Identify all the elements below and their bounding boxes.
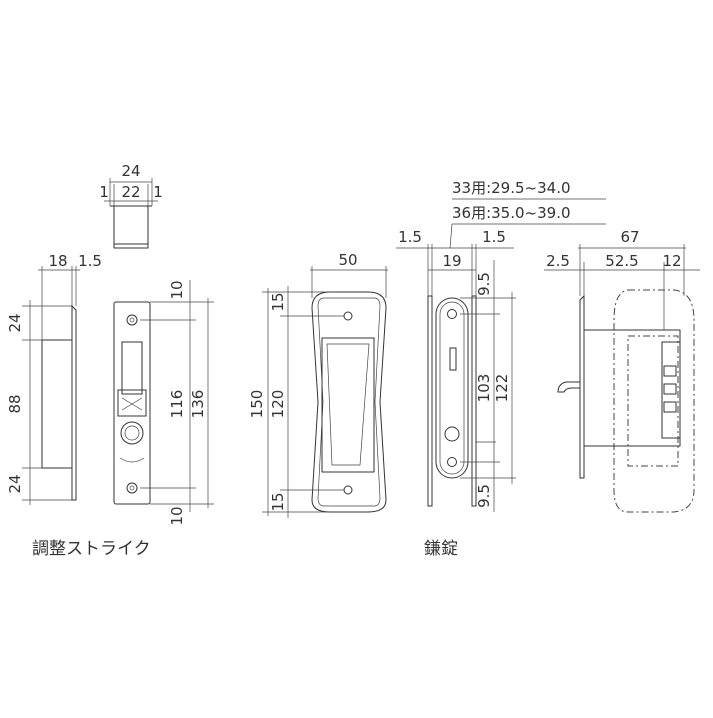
handle-plate — [311, 291, 387, 513]
dim-label: 67 — [620, 228, 639, 246]
screw-hole-bottom — [126, 482, 138, 494]
dim-label: 88 — [6, 394, 24, 413]
lock-front-view: 33用:29.5~34.0 36用:35.0~39.0 1.5 1.5 19 9… — [396, 179, 606, 512]
dim-label: 150 — [248, 390, 266, 419]
dim-label: 9.5 — [475, 272, 493, 296]
dim-label: 50 — [338, 251, 357, 269]
dim-label: 1.5 — [482, 228, 506, 246]
dim-label: 9.5 — [475, 484, 493, 508]
screw-hole-top — [343, 311, 353, 321]
caption-lock: 鎌錠 — [424, 539, 458, 559]
dim-strike-width: 24 — [121, 162, 140, 180]
strike-side-plate — [71, 304, 77, 501]
handle-recess — [321, 337, 375, 473]
strike-top-body — [113, 205, 149, 249]
dim-label: 2.5 — [546, 252, 570, 270]
lock-side-view: 67 2.5 52.5 12 — [544, 228, 700, 513]
strike-front-plate — [113, 301, 151, 505]
knob-segment — [663, 401, 677, 413]
lock-case-inner — [439, 301, 465, 475]
adjust-cam — [120, 421, 144, 445]
adjust-arc — [119, 457, 145, 463]
lock-hook — [557, 381, 580, 393]
dim-label: 15 — [269, 292, 287, 311]
leader-line — [449, 223, 453, 249]
lock-faceplate-left — [427, 295, 433, 507]
dim-label: 1.5 — [398, 228, 422, 246]
dim-label: 10 — [168, 280, 186, 299]
dim-label: 1.5 — [78, 252, 102, 270]
dim-label: 136 — [189, 390, 207, 419]
lock-cylinder — [444, 426, 460, 442]
strike-side-view: 18 1.5 24 88 24 — [6, 252, 102, 505]
screw-hole-inner — [129, 317, 135, 323]
lock-hook-slot — [449, 347, 457, 371]
handle-recess-inner — [326, 343, 370, 466]
dim-label: 1 — [153, 183, 163, 201]
handle-plate-inner — [317, 297, 381, 507]
dim-label: 24 — [6, 474, 24, 493]
knob-segment — [663, 383, 677, 395]
lock-side-knob-housing — [661, 341, 681, 439]
adjust-cam-inner — [124, 425, 140, 441]
lock-faceplate-right — [471, 295, 477, 507]
adjust-mark — [121, 397, 143, 411]
thickness-36: 36用:35.0~39.0 — [452, 204, 571, 222]
strike-top-view: 24 1 22 1 — [99, 162, 163, 249]
lock-screw-top — [447, 309, 457, 319]
strike-front-view: 10 116 136 10 — [113, 280, 214, 526]
dim-label: 103 — [475, 374, 493, 403]
dim-label: 18 — [48, 252, 67, 270]
thickness-33: 33用:29.5~34.0 — [452, 179, 571, 197]
screw-hole-bottom — [343, 485, 353, 495]
lock-side-phantom-box — [627, 335, 679, 467]
dim-label: 122 — [493, 374, 511, 403]
strike-side-body — [41, 339, 73, 469]
handle-view: 50 150 120 15 15 — [248, 251, 388, 518]
screw-hole-inner — [129, 485, 135, 491]
dim-label: 10 — [168, 506, 186, 525]
dim-label: 24 — [6, 313, 24, 332]
dim-label: 19 — [442, 252, 461, 270]
dim-label: 12 — [662, 252, 681, 270]
dim-label: 120 — [269, 390, 287, 419]
dim-label: 15 — [269, 492, 287, 511]
dim-label: 116 — [168, 390, 186, 419]
door-handle-phantom — [613, 289, 695, 513]
strike-opening — [121, 341, 143, 395]
screw-hole-top — [126, 314, 138, 326]
adjust-block — [117, 389, 147, 417]
knob-segment — [663, 365, 677, 377]
caption-strike: 調整ストライク — [32, 539, 151, 559]
dim-label: 52.5 — [605, 252, 638, 270]
lock-case — [435, 297, 469, 479]
lock-side-faceplate — [579, 294, 585, 479]
dim-label: 1 — [99, 183, 109, 201]
dim-label: 22 — [121, 183, 140, 201]
lock-side-case — [583, 329, 681, 447]
lock-screw-bottom — [447, 457, 457, 467]
